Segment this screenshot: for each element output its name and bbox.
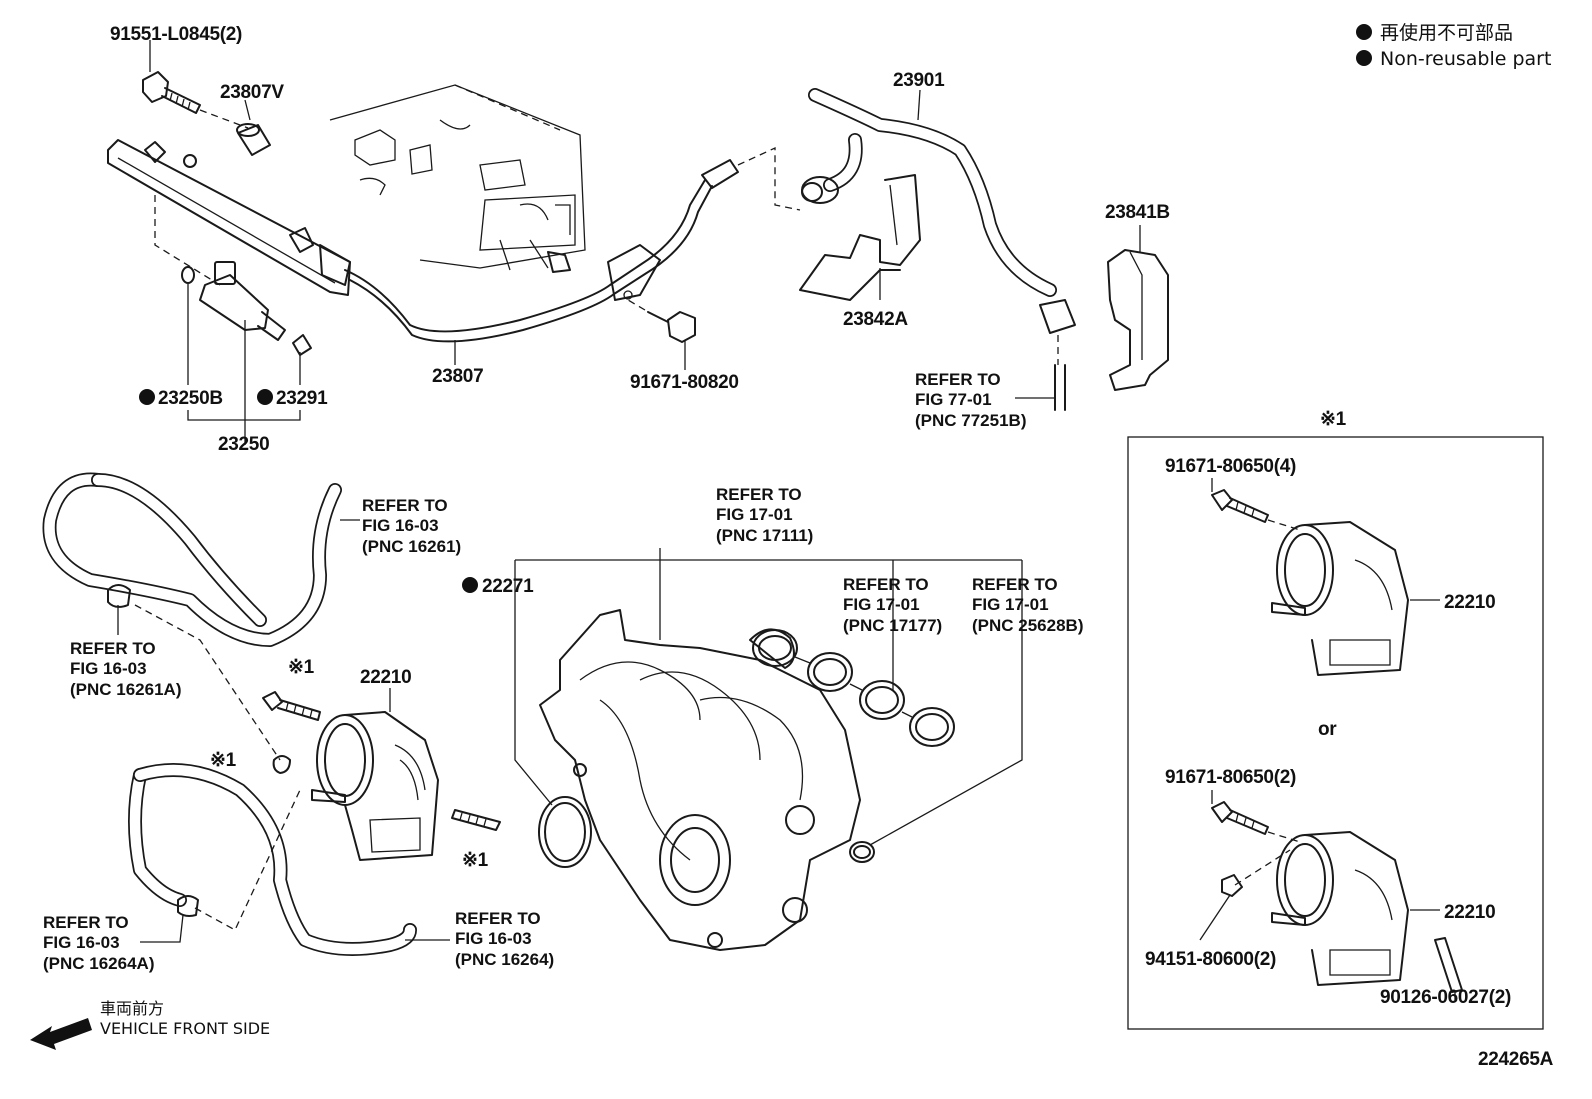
ref-77-l3: (PNC 77251B) (915, 411, 1027, 430)
ref-16264-l2: FIG 16-03 (455, 929, 532, 948)
ref-16264a-l2: FIG 16-03 (43, 933, 120, 952)
label-22271: 22271 (482, 576, 534, 597)
legend-en: Non-reusable part (1380, 48, 1551, 70)
label-91671-80650-4: 91671-80650(4) (1165, 456, 1296, 477)
intake-gasket-17177 (749, 628, 955, 747)
vehicle-front-arrow-icon (30, 1018, 92, 1050)
ref-16264-l1: REFER TO (455, 909, 541, 928)
ref-77-l1: REFER TO (915, 370, 1001, 389)
collar-23807v (236, 123, 271, 156)
label-90126-06027: 90126-06027(2) (1380, 987, 1511, 1008)
non-reusable-dot-icon (139, 389, 155, 405)
ref-17111-l3: (PNC 17111) (716, 526, 813, 545)
label-94151-80600: 94151-80600(2) (1145, 949, 1276, 970)
bolt-91551 (142, 71, 201, 114)
label-91671-80820: 91671-80820 (630, 372, 739, 393)
label-23842a: 23842A (843, 309, 908, 330)
ref-16264a-l1: REFER TO (43, 913, 129, 932)
engine-block-sketch (329, 84, 586, 271)
label-note1-b: ※1 (210, 750, 237, 771)
ref-25628b-l2: FIG 17-01 (972, 595, 1049, 614)
label-23901: 23901 (893, 70, 945, 91)
part-labels: 91551-L0845(2) 23807V 23901 23841B 23842… (110, 24, 1554, 1070)
label-or: or (1318, 719, 1337, 740)
ref-17177-l3: (PNC 17177) (843, 616, 942, 635)
ref-16261a-l3: (PNC 16261A) (70, 680, 182, 699)
label-22210-alt1: 22210 (1444, 592, 1495, 613)
throttle-body-alt1 (1211, 489, 1409, 676)
label-91551-l0845: 91551-L0845(2) (110, 24, 242, 45)
ref-16261-l2: FIG 16-03 (362, 516, 439, 535)
front-jp: 車両前方 (100, 999, 164, 1018)
bolt-91671-80820 (647, 311, 696, 343)
ref-17177-l1: REFER TO (843, 575, 929, 594)
note1-box (1127, 436, 1544, 1030)
hose-23901 (801, 88, 1076, 334)
label-23807: 23807 (432, 366, 483, 387)
label-22210-main: 22210 (360, 667, 411, 688)
ref-25628b-l1: REFER TO (972, 575, 1058, 594)
ref-17111-l1: REFER TO (716, 485, 802, 504)
hose-16264 (128, 763, 417, 956)
screw-note1 (262, 691, 321, 721)
label-note1-a: ※1 (288, 657, 315, 678)
ref-25628b-l3: (PNC 25628B) (972, 616, 1084, 635)
cover-23841b (1107, 249, 1169, 391)
label-note1-box: ※1 (1320, 409, 1347, 430)
label-22210-alt2: 22210 (1444, 902, 1495, 923)
bracket-23842a (799, 174, 921, 301)
label-23291: 23291 (276, 388, 328, 409)
intake-manifold (539, 609, 861, 951)
hose-16261 (42, 472, 342, 647)
ref-16261-l3: (PNC 16261) (362, 537, 461, 556)
ref-77-l2: FIG 77-01 (915, 390, 992, 409)
non-reusable-dot-icon (257, 389, 273, 405)
fuel-pipe-23807 (344, 159, 739, 343)
label-23250: 23250 (218, 434, 269, 455)
vehicle-front-label: 車両前方 VEHICLE FRONT SIDE (100, 999, 270, 1038)
label-note1-c: ※1 (462, 850, 489, 871)
label-23250b: 23250B (158, 388, 223, 409)
label-91671-80650-2: 91671-80650(2) (1165, 767, 1296, 788)
ref-16261a-l1: REFER TO (70, 639, 156, 658)
throttle-body-main (311, 711, 439, 861)
diagram-id: 224265A (1478, 1049, 1554, 1070)
legend-jp: 再使用不可部品 (1380, 22, 1513, 44)
ref-16261-l1: REFER TO (362, 496, 448, 515)
ref-17177-l2: FIG 17-01 (843, 595, 920, 614)
gasket-22271 (538, 796, 592, 868)
refer-labels: REFER TO FIG 77-01 (PNC 77251B) REFER TO… (43, 370, 1084, 973)
label-23841b: 23841B (1105, 202, 1170, 223)
gasket-25628b (849, 841, 875, 863)
throttle-body-alt2 (1211, 801, 1463, 993)
label-23807v: 23807V (220, 82, 284, 103)
ref-17111-l2: FIG 17-01 (716, 505, 793, 524)
ref-16261a-l2: FIG 16-03 (70, 659, 147, 678)
fuel-rail (107, 139, 351, 296)
ref-16264-l3: (PNC 16264) (455, 950, 554, 969)
non-reusable-dot-icon (1356, 24, 1372, 40)
injector-23250 (181, 261, 312, 356)
non-reusable-dot-icon (1356, 50, 1372, 66)
legend: 再使用不可部品 Non-reusable part (1356, 22, 1551, 70)
non-reusable-dot-icon (462, 577, 478, 593)
front-en: VEHICLE FRONT SIDE (100, 1019, 270, 1038)
ref-16264a-l3: (PNC 16264A) (43, 954, 155, 973)
